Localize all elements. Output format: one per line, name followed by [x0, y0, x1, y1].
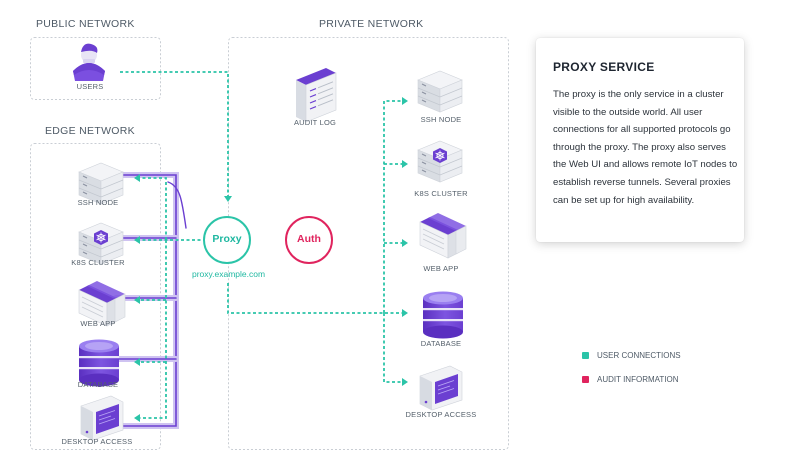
legend-label: AUDIT INFORMATION	[597, 375, 679, 384]
private-web-app-icon	[419, 212, 467, 259]
private-k8s-cluster-icon	[418, 141, 462, 182]
auth-circle	[285, 216, 333, 264]
legend-label: USER CONNECTIONS	[597, 351, 681, 360]
card-body: The proxy is the only service in a clust…	[553, 89, 738, 206]
edge-item-label: K8S CLUSTER	[71, 258, 125, 267]
proxy-circle	[203, 216, 251, 264]
edge-item-label: DATABASE	[77, 380, 119, 389]
private-item-label: K8S CLUSTER	[414, 189, 468, 198]
public-network-box	[30, 37, 161, 100]
proxy-hostname: proxy.example.com	[192, 269, 266, 279]
private-item-label: WEB APP	[423, 264, 459, 273]
proxy-service-card: PROXY SERVICE The proxy is the only serv…	[536, 38, 744, 242]
auth-label: Auth	[297, 233, 321, 245]
private-item-label: SSH NODE	[420, 115, 462, 124]
legend-audit-information: AUDIT INFORMATION	[582, 375, 678, 384]
private-network-box	[228, 37, 509, 450]
private-item-label: DESKTOP ACCESS	[405, 410, 477, 419]
private-item-label: DATABASE	[420, 339, 462, 348]
users-label: USERS	[76, 82, 104, 91]
edge-network-title: EDGE NETWORK	[45, 125, 135, 137]
audit-log-label: AUDIT LOG	[293, 118, 337, 127]
private-network-title: PRIVATE NETWORK	[319, 18, 424, 30]
public-network-title: PUBLIC NETWORK	[36, 18, 135, 30]
edge-item-label: SSH NODE	[77, 198, 119, 207]
proxy-label: Proxy	[212, 233, 242, 245]
card-title: PROXY SERVICE	[553, 60, 655, 74]
user-icon	[73, 43, 105, 81]
edge-item-label: WEB APP	[80, 319, 116, 328]
edge-purple-links	[97, 172, 187, 429]
edge-item-label: DESKTOP ACCESS	[61, 437, 133, 446]
legend-swatch-teal	[582, 352, 589, 359]
legend-swatch-red	[582, 376, 589, 383]
private-database-icon	[423, 291, 463, 339]
legend-user-connections: USER CONNECTIONS	[582, 351, 681, 360]
private-desktop-icon	[419, 365, 463, 411]
edge-desktop-icon	[80, 395, 124, 441]
private-ssh-node-icon	[417, 70, 463, 113]
audit-log-icon	[295, 67, 337, 123]
user-connection-lines	[120, 71, 402, 419]
arrowheads	[134, 97, 408, 422]
